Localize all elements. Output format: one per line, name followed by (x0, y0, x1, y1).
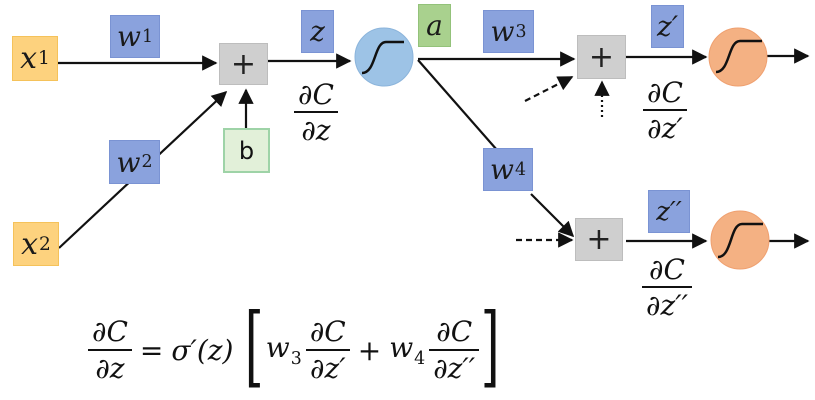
edge-other-dashed-upper (524, 76, 574, 102)
term2-weight: w4 (389, 331, 426, 369)
bias-b: b (223, 128, 270, 173)
sigmoid-curve-icon (715, 39, 762, 74)
sigmoid-neuron-hidden (354, 27, 414, 87)
preactivation-z: z (301, 10, 334, 53)
left-bracket: [ (245, 294, 265, 397)
backprop-equation: ∂C ∂z = σ′(z) [ w3 ∂C ∂z′ + w4 ∂C ∂z′′ ] (88, 294, 502, 397)
right-bracket: ] (480, 294, 500, 397)
fraction-bar (643, 109, 687, 112)
fraction-bar (88, 348, 132, 351)
fraction-bar (642, 286, 692, 289)
term2-fraction: ∂C ∂z′′ (429, 317, 480, 383)
sum-node-output-upper: + (577, 35, 626, 79)
gradient-dC-dz-double-prime: ∂C ∂z′′ (642, 255, 692, 321)
equals-sign: = (139, 333, 164, 367)
fraction-bar (305, 348, 350, 351)
fraction-bar (429, 348, 480, 351)
sum-node-output-lower: + (575, 218, 623, 261)
term1-fraction: ∂C ∂z′ (305, 317, 350, 383)
sigma-prime: σ′(z) (171, 333, 234, 367)
sigmoid-curve-icon (717, 222, 763, 259)
activation-a: a (418, 4, 451, 47)
edge-a-w4 (417, 59, 498, 151)
sigmoid-neuron-output-lower (710, 210, 770, 270)
preactivation-z-double-prime: z′′ (648, 190, 690, 233)
gradient-dC-dz-prime: ∂C ∂z′ (643, 78, 687, 144)
edge-w4-sum-lower (530, 193, 575, 238)
sigmoid-neuron-output-upper (708, 27, 768, 87)
equation-lhs: ∂C ∂z (88, 317, 132, 383)
preactivation-z-prime: z′ (651, 5, 684, 48)
plus-sign: + (357, 333, 382, 367)
term1-weight: w3 (265, 331, 302, 369)
sigmoid-curve-icon (361, 40, 404, 75)
sum-node-hidden: + (219, 43, 268, 85)
fraction-bar (294, 111, 338, 114)
gradient-dC-dz: ∂C ∂z (294, 80, 338, 146)
